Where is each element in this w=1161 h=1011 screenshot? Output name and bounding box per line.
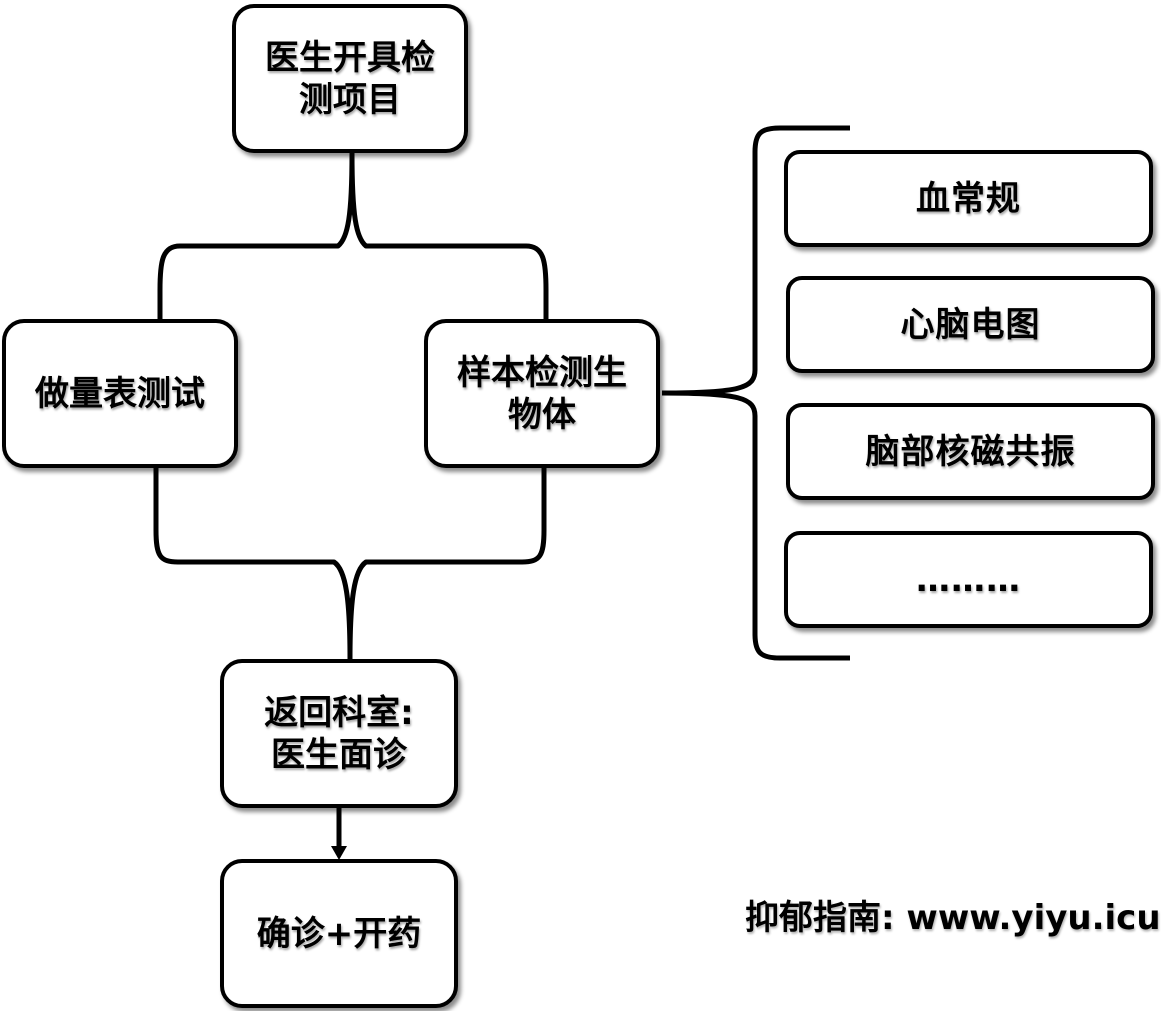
exam-item-blood-routine: 血常规 — [784, 150, 1153, 247]
node-scale-test: 做量表测试 — [2, 319, 238, 468]
node-scale-test-label: 做量表测试 — [35, 373, 205, 414]
exam-item-label: ……… — [916, 559, 1021, 600]
node-return-dept-line2: 医生面诊 — [270, 734, 407, 775]
exam-item-label: 心脑电图 — [900, 304, 1041, 345]
node-sample-test-line2: 物体 — [508, 394, 576, 435]
exam-item-brain-mri: 脑部核磁共振 — [786, 403, 1155, 500]
node-return-dept-line1: 返回科室: — [264, 692, 414, 733]
node-sample-test-line1: 样本检测生 — [457, 352, 627, 393]
split-brace-top — [157, 152, 549, 319]
exam-item-ecg-eeg: 心脑电图 — [786, 276, 1155, 373]
node-doctor-orders-line2: 测项目 — [299, 79, 401, 120]
arrowhead — [331, 846, 347, 860]
exam-item-more: ……… — [784, 531, 1153, 628]
node-doctor-orders: 医生开具检 测项目 — [232, 4, 468, 153]
node-sample-test: 样本检测生 物体 — [424, 319, 660, 468]
merge-brace-bottom — [153, 468, 547, 660]
exam-item-label: 血常规 — [916, 178, 1021, 219]
node-diagnosis: 确诊+开药 — [220, 859, 458, 1008]
footer-credit: 抑郁指南: www.yiyu.icu — [745, 898, 1161, 938]
node-diagnosis-label: 确诊+开药 — [256, 913, 422, 954]
items-curly-brace — [661, 125, 850, 661]
node-doctor-orders-line1: 医生开具检 — [265, 37, 435, 78]
node-return-dept: 返回科室: 医生面诊 — [220, 659, 458, 808]
exam-item-label: 脑部核磁共振 — [865, 431, 1076, 472]
